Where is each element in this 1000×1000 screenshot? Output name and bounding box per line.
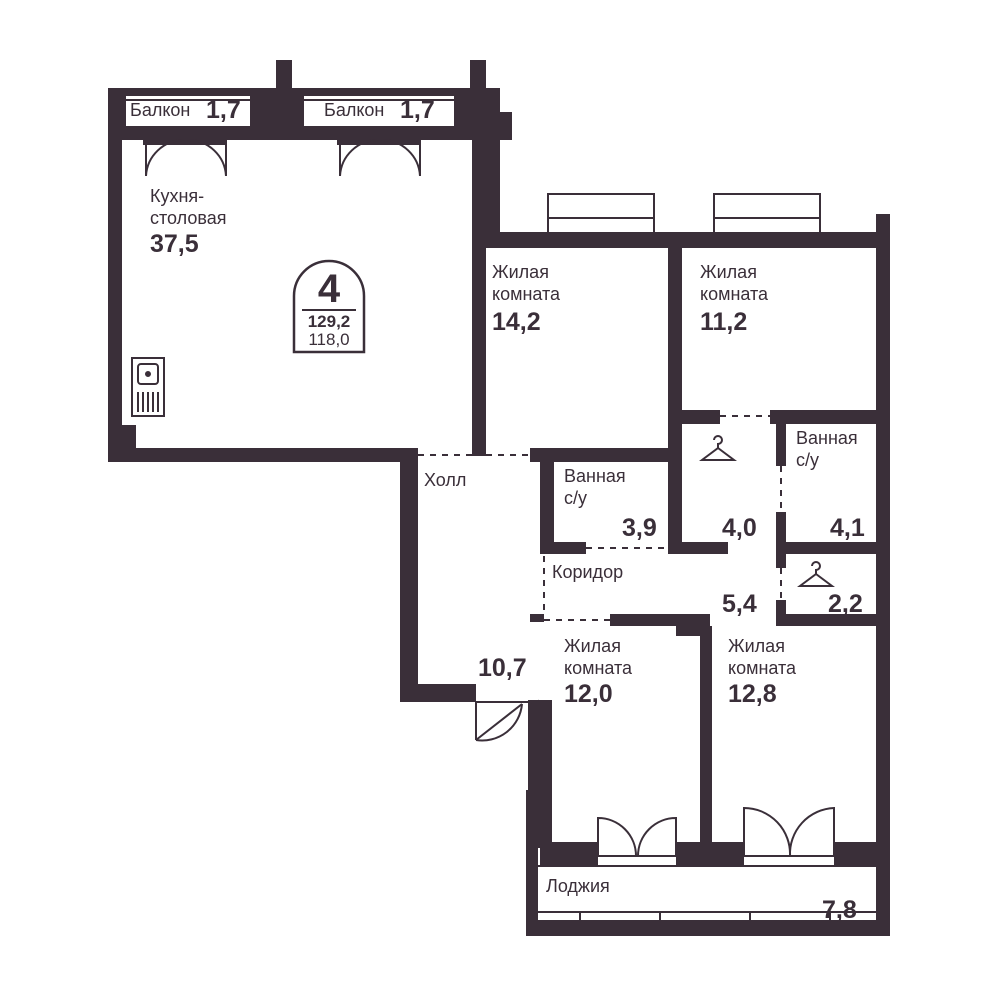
wardrobe-2: 2,2 <box>828 590 863 618</box>
room-area: 3,9 <box>622 514 657 542</box>
rooms-count: 4 <box>318 267 341 311</box>
room-label: Балкон <box>324 100 384 120</box>
living-room-4: Жилая комната 12,8 <box>728 636 797 708</box>
bathroom-1: Ванная с/у 3,9 <box>564 466 657 542</box>
room-label: Холл <box>424 470 466 490</box>
hanger-icon <box>699 435 737 461</box>
room-label: Балкон <box>130 100 190 120</box>
room-label: Ванная <box>796 428 858 448</box>
room-label: Коридор <box>552 562 623 582</box>
room-label: Жилая <box>564 636 621 656</box>
entrance-door[interactable] <box>475 701 528 742</box>
balcony-right: Балкон 1,7 <box>324 96 435 124</box>
balcony-left: Балкон 1,7 <box>130 96 241 124</box>
room-area: 12,0 <box>564 680 613 708</box>
hall: Холл 10,7 <box>424 470 527 682</box>
room-label: с/у <box>796 450 819 470</box>
hanger-icon <box>797 561 835 587</box>
room-label: Жилая <box>700 262 757 282</box>
room-area: 14,2 <box>492 308 541 336</box>
room-area: 1,7 <box>400 96 435 124</box>
room-label: комната <box>700 284 769 304</box>
room-area: 10,7 <box>478 654 527 682</box>
room-label: Ванная <box>564 466 626 486</box>
loggia-door-left <box>597 816 677 857</box>
room-area: 1,7 <box>206 96 241 124</box>
total-area: 129,2 <box>308 312 351 331</box>
room-area: 7,8 <box>822 896 857 924</box>
loggia-door-right <box>743 806 835 857</box>
room-label: столовая <box>150 208 227 228</box>
room-area: 2,2 <box>828 590 863 618</box>
walls <box>108 60 890 936</box>
window-lines <box>126 99 876 920</box>
wardrobe-1: 4,0 <box>722 514 757 542</box>
room-area: 11,2 <box>700 308 747 336</box>
room-label: комната <box>564 658 633 678</box>
room-area: 4,0 <box>722 514 757 542</box>
sink-icon <box>131 357 165 417</box>
room-area: 5,4 <box>722 590 757 618</box>
living-room-2: Жилая комната 11,2 <box>700 262 769 336</box>
dashed-separators <box>418 415 782 621</box>
room-label: Жилая <box>728 636 785 656</box>
corridor: Коридор 5,4 <box>552 562 757 618</box>
balcony-door-right <box>337 138 421 177</box>
room-label: Жилая <box>492 262 549 282</box>
room-area: 12,8 <box>728 680 777 708</box>
room-label: Кухня- <box>150 186 204 206</box>
living-room-3: Жилая комната 12,0 <box>564 636 633 708</box>
room-area: 4,1 <box>830 514 865 542</box>
living-room-1: Жилая комната 14,2 <box>492 262 561 336</box>
loggia: Лоджия 7,8 <box>546 876 857 924</box>
balcony-door-left <box>143 138 227 177</box>
bathroom-2: Ванная с/у 4,1 <box>796 428 865 542</box>
living-area: 118,0 <box>308 330 349 349</box>
room-label: с/у <box>564 488 587 508</box>
room-label: Лоджия <box>546 876 610 896</box>
kitchen-dining: Кухня- столовая 37,5 <box>150 186 227 258</box>
room-label: комната <box>492 284 561 304</box>
room-label: комната <box>728 658 797 678</box>
room-area: 37,5 <box>150 230 199 258</box>
apartment-badge: 4 129,2 118,0 <box>292 259 366 354</box>
